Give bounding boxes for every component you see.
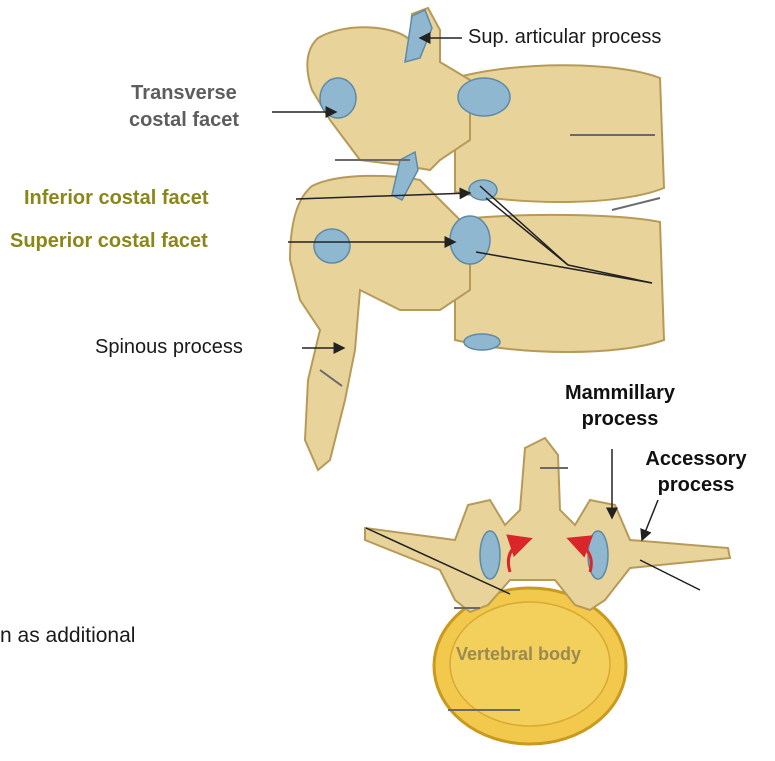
label-transverse-costal-facet: Transverse costal facet <box>100 80 268 134</box>
label-superior-costal-facet: Superior costal facet <box>10 230 208 253</box>
label-mammillary-process: Mammillary process <box>540 380 700 432</box>
label-accessory-line2: process <box>626 472 766 498</box>
label-accessory-line1: Accessory <box>626 446 766 472</box>
cut-off-text: n as additional <box>0 624 135 648</box>
left-articular-facet <box>480 531 500 579</box>
label-mammillary-line2: process <box>540 406 700 432</box>
lower-inferior-costal-facet <box>464 334 500 350</box>
label-transverse-line2: costal facet <box>100 107 268 134</box>
label-mammillary-line1: Mammillary <box>540 380 700 406</box>
label-vertebral-body: Vertebral body <box>456 644 581 665</box>
label-sup-articular-process: Sup. articular process <box>468 26 661 49</box>
label-transverse-line1: Transverse <box>100 80 268 107</box>
lower-posterior-elements <box>290 176 470 470</box>
label-accessory-process: Accessory process <box>626 446 766 498</box>
lower-superior-costal-facet <box>450 216 490 264</box>
label-inferior-costal-facet: Inferior costal facet <box>24 187 209 210</box>
lower-transverse-costal-facet <box>314 229 350 263</box>
label-spinous-process: Spinous process <box>95 336 243 359</box>
upper-superior-costal-facet <box>458 78 510 116</box>
